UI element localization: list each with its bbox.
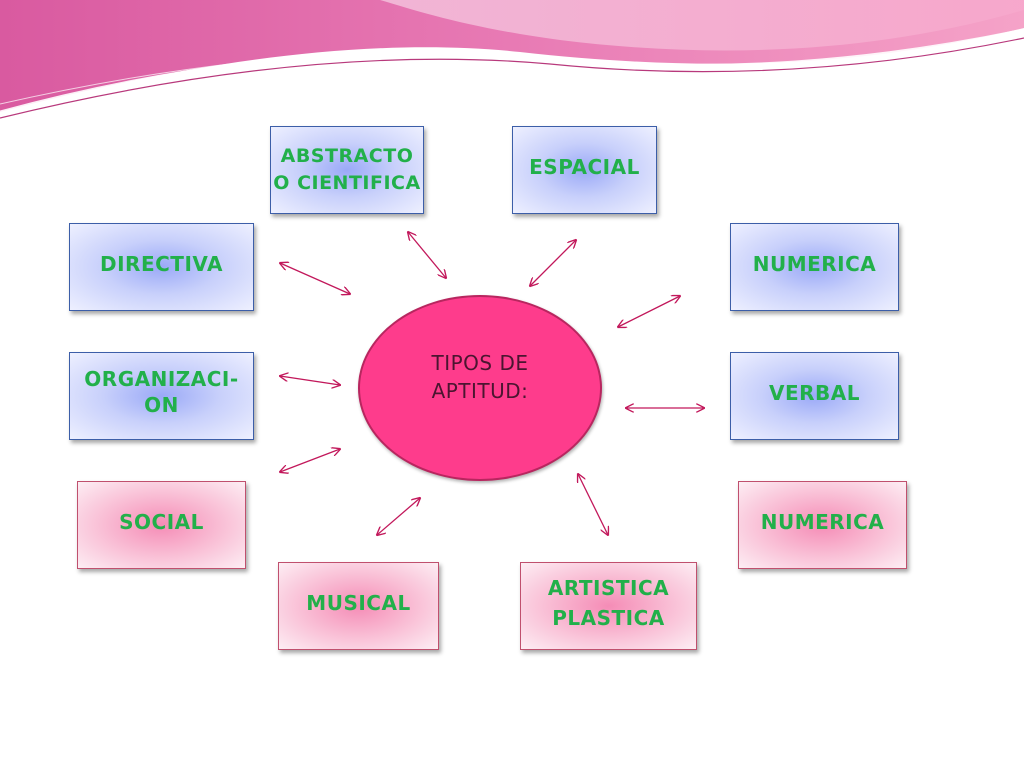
node-musical: MUSICAL <box>278 562 439 650</box>
node-directiva: DIRECTIVA <box>69 223 254 311</box>
node-label: DIRECTIVA <box>100 252 223 276</box>
node-label: ESPACIAL <box>529 155 640 179</box>
node-verbal: VERBAL <box>730 352 899 440</box>
node-label: ORGANIZACI-ON <box>84 367 239 417</box>
center-node-tipos-de-aptitud: TIPOS DE APTITUD: <box>358 295 602 481</box>
node-numerica-bottom: NUMERICA <box>738 481 907 569</box>
arrow-social <box>280 449 340 472</box>
node-espacial: ESPACIAL <box>512 126 657 214</box>
node-artistica-plastica: ARTISTICA PLASTICA <box>520 562 697 650</box>
node-numerica-top: NUMERICA <box>730 223 899 311</box>
node-label: ABSTRACTO O CIENTIFICA <box>273 145 421 194</box>
node-label: SOCIAL <box>119 510 204 534</box>
node-social: SOCIAL <box>77 481 246 569</box>
node-abstracto-o-cientifica: ABSTRACTO O CIENTIFICA <box>270 126 424 214</box>
arrow-directiva <box>280 263 350 294</box>
node-label: NUMERICA <box>760 510 885 534</box>
node-label: ARTISTICA PLASTICA <box>547 576 670 630</box>
node-label: MUSICAL <box>306 591 411 615</box>
arrow-abstracto <box>408 232 446 278</box>
node-organizacion: ORGANIZACI-ON <box>69 352 254 440</box>
node-label: NUMERICA <box>752 252 877 276</box>
arrow-artistica <box>578 474 608 535</box>
header-wave-decoration <box>0 0 1024 119</box>
arrow-espacial <box>530 240 576 286</box>
arrow-numerica-top <box>618 296 680 327</box>
center-label: TIPOS DE APTITUD: <box>431 351 529 403</box>
node-label: VERBAL <box>768 381 860 405</box>
arrow-organizacion <box>280 376 340 385</box>
arrow-musical <box>377 498 420 535</box>
